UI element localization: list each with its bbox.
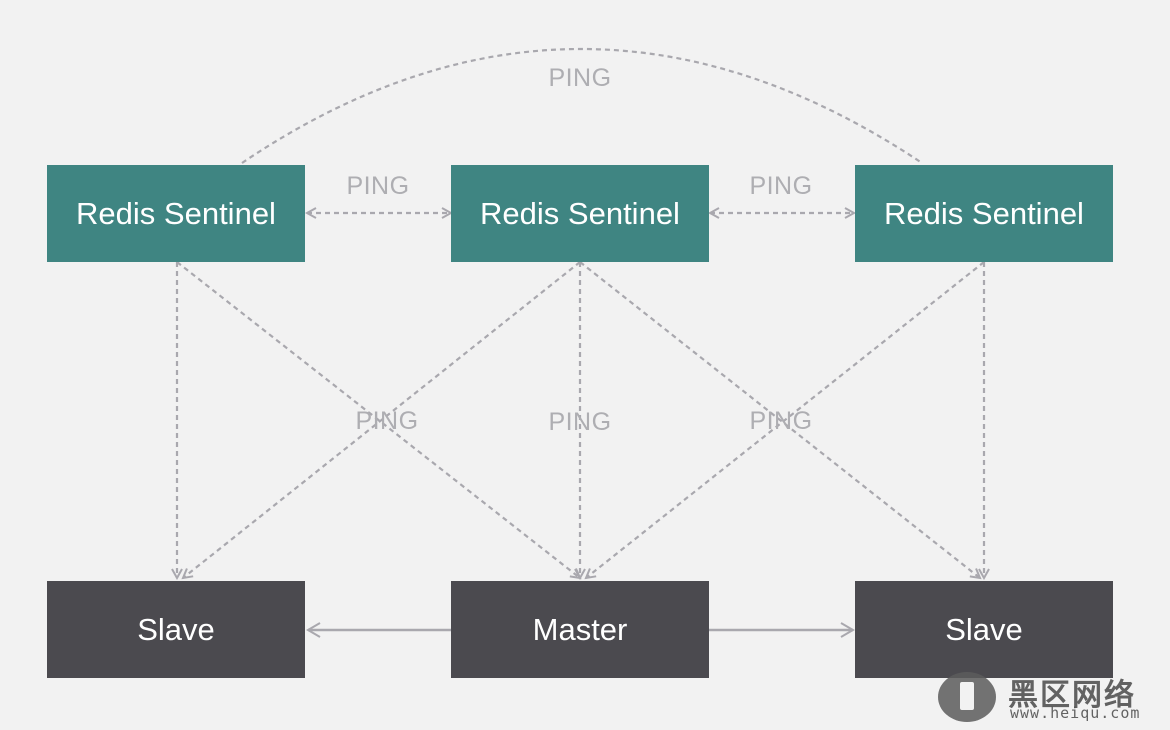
slave-box-right: Slave — [855, 581, 1113, 678]
watermark: 黑区网络 www.heiqu.com — [936, 668, 1166, 726]
slave-box-left: Slave — [47, 581, 305, 678]
ping-label-mid-left: PING — [355, 407, 419, 435]
sentinel-box-center: Redis Sentinel — [451, 165, 709, 262]
master-box: Master — [451, 581, 709, 678]
ping-line-s2-slave-left — [183, 261, 581, 578]
mushroom-logo-icon — [938, 672, 996, 722]
watermark-chinese-text: 黑区网络 — [1008, 678, 1136, 713]
ping-line-s3-master — [586, 261, 985, 578]
sentinel-box-left: Redis Sentinel — [47, 165, 305, 262]
watermark-url: www.heiqu.com — [1010, 704, 1141, 722]
ping-label-top-right: PING — [749, 172, 813, 200]
ping-line-s2-slave-right — [579, 261, 980, 578]
ping-label-arc: PING — [548, 64, 612, 92]
ping-arc-line — [241, 47, 923, 164]
ping-label-top-left: PING — [346, 172, 410, 200]
ping-label-mid-right: PING — [749, 407, 813, 435]
ping-line-s1-master — [176, 261, 580, 578]
ping-label-mid-center: PING — [548, 408, 612, 436]
sentinel-box-right: Redis Sentinel — [855, 165, 1113, 262]
